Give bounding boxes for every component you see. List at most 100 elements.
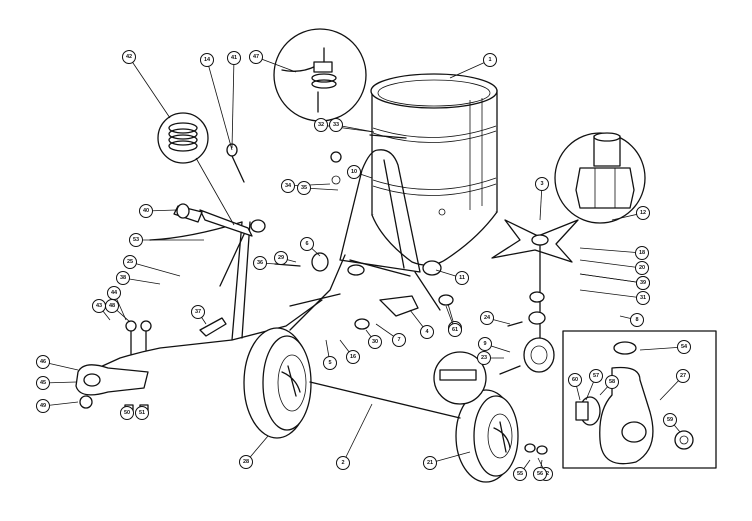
callout-14: 14 xyxy=(200,53,233,151)
callout-number: 8 xyxy=(635,317,638,323)
callout-20: 20 xyxy=(579,259,649,275)
callout-number: 53 xyxy=(133,237,139,243)
gearbox-detail xyxy=(562,330,717,469)
callout-circle xyxy=(135,406,149,420)
callout-number: 49 xyxy=(40,403,46,409)
callout-circle xyxy=(605,375,619,389)
callout-circle xyxy=(191,305,205,319)
callout-circle xyxy=(636,276,650,290)
callout-number: 32 xyxy=(318,122,324,128)
callout-number: 16 xyxy=(350,354,356,360)
callout-number: 40 xyxy=(143,208,149,214)
callout-number: 5 xyxy=(328,360,331,366)
callout-60: 60 xyxy=(568,373,582,401)
callout-6: 6 xyxy=(300,237,321,257)
callout-circle xyxy=(36,399,50,413)
callout-number: 38 xyxy=(120,275,126,281)
callout-10: 10 xyxy=(347,165,373,179)
callout-number: 50 xyxy=(124,410,130,416)
hopper xyxy=(370,73,498,266)
callout-number: 34 xyxy=(285,183,292,189)
callout-number: 29 xyxy=(278,255,284,261)
callout-37: 37 xyxy=(191,305,207,325)
callout-48: 48 xyxy=(105,299,131,323)
callout-number: 54 xyxy=(681,344,688,350)
callout-number: 48 xyxy=(109,303,115,309)
callout-number: 14 xyxy=(204,57,211,63)
callout-57: 57 xyxy=(585,369,603,401)
leader-line xyxy=(639,346,685,351)
callout-number: 57 xyxy=(593,373,599,379)
callout-38: 38 xyxy=(116,271,161,285)
callout-number: 20 xyxy=(639,265,645,271)
leader-line xyxy=(231,57,235,149)
callout-circle xyxy=(347,165,361,179)
callout-11: 11 xyxy=(435,269,469,285)
callout-39: 39 xyxy=(579,273,650,290)
leader-line xyxy=(129,261,181,277)
callout-30: 30 xyxy=(365,329,382,349)
callout-circle xyxy=(535,177,549,191)
callout-number: 60 xyxy=(572,377,578,383)
callout-circle xyxy=(513,467,527,481)
callout-number: 45 xyxy=(40,380,46,386)
leader-line xyxy=(579,259,643,269)
callout-8: 8 xyxy=(619,313,644,327)
callout-25: 25 xyxy=(123,255,181,277)
callout-56: 56 xyxy=(533,459,547,481)
callout-12: 12 xyxy=(611,206,650,221)
callout-36: 36 xyxy=(253,256,277,270)
callout-number: 18 xyxy=(639,250,645,256)
callout-circle xyxy=(420,325,434,339)
callout-number: 3 xyxy=(540,181,543,187)
callout-53: 53 xyxy=(129,233,204,247)
callout-circle xyxy=(392,333,406,347)
callout-number: 7 xyxy=(397,337,400,343)
callout-21: 21 xyxy=(423,451,471,470)
callout-circle xyxy=(300,237,314,251)
hex-nut-detail xyxy=(554,132,646,224)
spring-detail xyxy=(157,112,235,226)
callout-16: 16 xyxy=(339,339,360,364)
callout-18: 18 xyxy=(579,246,649,260)
callout-circle xyxy=(36,355,50,369)
callout-circle xyxy=(123,255,137,269)
callout-46: 46 xyxy=(36,355,79,371)
callout-number: 10 xyxy=(351,169,357,175)
callout-circle xyxy=(323,356,337,370)
callout-circle xyxy=(200,53,214,67)
callout-32: 32 xyxy=(314,118,375,133)
callout-24: 24 xyxy=(480,311,511,325)
callout-7: 7 xyxy=(375,323,406,347)
callout-circle xyxy=(253,256,267,270)
handle-bar xyxy=(97,209,323,369)
callout-number: 58 xyxy=(609,379,615,385)
callout-number: 12 xyxy=(640,210,646,216)
callout-circle xyxy=(139,204,153,218)
callout-number: 59 xyxy=(667,417,673,423)
callout-number: 56 xyxy=(537,471,543,477)
callout-41: 41 xyxy=(227,51,241,149)
callout-29: 29 xyxy=(274,251,297,265)
callout-number: 27 xyxy=(680,373,686,379)
callout-number: 46 xyxy=(40,359,46,365)
callout-circle xyxy=(346,350,360,364)
callout-circle xyxy=(533,467,547,481)
callout-circle xyxy=(336,456,350,470)
leader-line xyxy=(342,403,373,464)
callout-circle xyxy=(368,335,382,349)
callout-28: 28 xyxy=(239,435,269,469)
callout-33: 33 xyxy=(329,118,375,133)
callout-number: 30 xyxy=(372,339,378,345)
callout-circle xyxy=(455,271,469,285)
callout-circle xyxy=(314,118,328,132)
callout-circle xyxy=(297,181,311,195)
callout-number: 47 xyxy=(253,54,259,60)
leader-line xyxy=(449,59,491,79)
callout-circle xyxy=(677,340,691,354)
leader-line xyxy=(579,247,643,254)
frame xyxy=(289,149,441,331)
callout-number: 39 xyxy=(640,280,646,286)
